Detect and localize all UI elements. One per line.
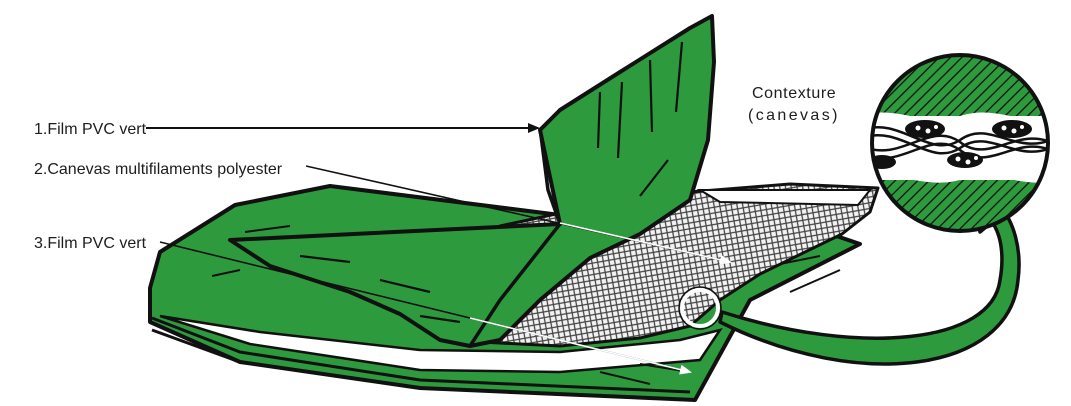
mesh-white-edge [700,190,870,205]
label-film-pvc-3: 3.Film PVC vert [34,234,146,254]
label-film-pvc-1: 1.Film PVC vert [34,120,146,140]
contexture-title: Contexture [752,84,836,104]
label-canevas-polyester: 2.Canevas multifilaments polyester [34,160,282,180]
contexture-subtitle: (canevas) [748,106,840,126]
contexture-detail [860,50,1060,250]
